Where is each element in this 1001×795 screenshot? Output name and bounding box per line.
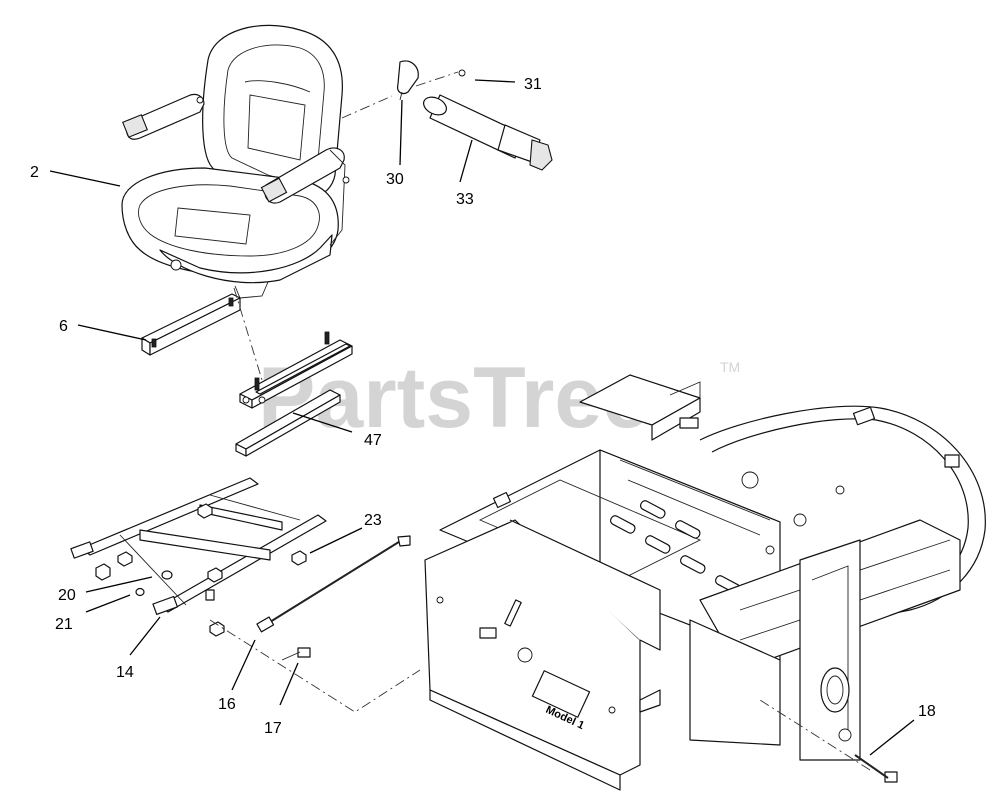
callout-17: 17 <box>264 720 282 737</box>
seat <box>121 24 350 299</box>
slotted-channel <box>609 471 845 594</box>
callout-47: 47 <box>364 432 382 449</box>
callout-30: 30 <box>386 171 404 188</box>
callout-23: 23 <box>364 512 382 529</box>
callout-18: 18 <box>918 703 936 720</box>
mower-frame: Model 1 <box>424 374 986 791</box>
callout-20: 20 <box>58 587 76 604</box>
seat-slide-rails <box>141 287 353 457</box>
watermark-trademark: TM <box>720 359 740 375</box>
leader-lines <box>49 79 915 756</box>
seat-mount-frame <box>70 477 421 713</box>
callout-33: 33 <box>456 191 474 208</box>
seatbelt-parts <box>341 60 553 171</box>
callout-labels: 2 6 14 16 17 18 20 21 23 30 31 33 47 <box>30 76 936 737</box>
callout-6: 6 <box>59 318 68 335</box>
callout-2: 2 <box>30 164 39 181</box>
callout-31: 31 <box>524 76 542 93</box>
callout-21: 21 <box>55 616 73 633</box>
callout-14: 14 <box>116 664 134 681</box>
callout-16: 16 <box>218 696 236 713</box>
